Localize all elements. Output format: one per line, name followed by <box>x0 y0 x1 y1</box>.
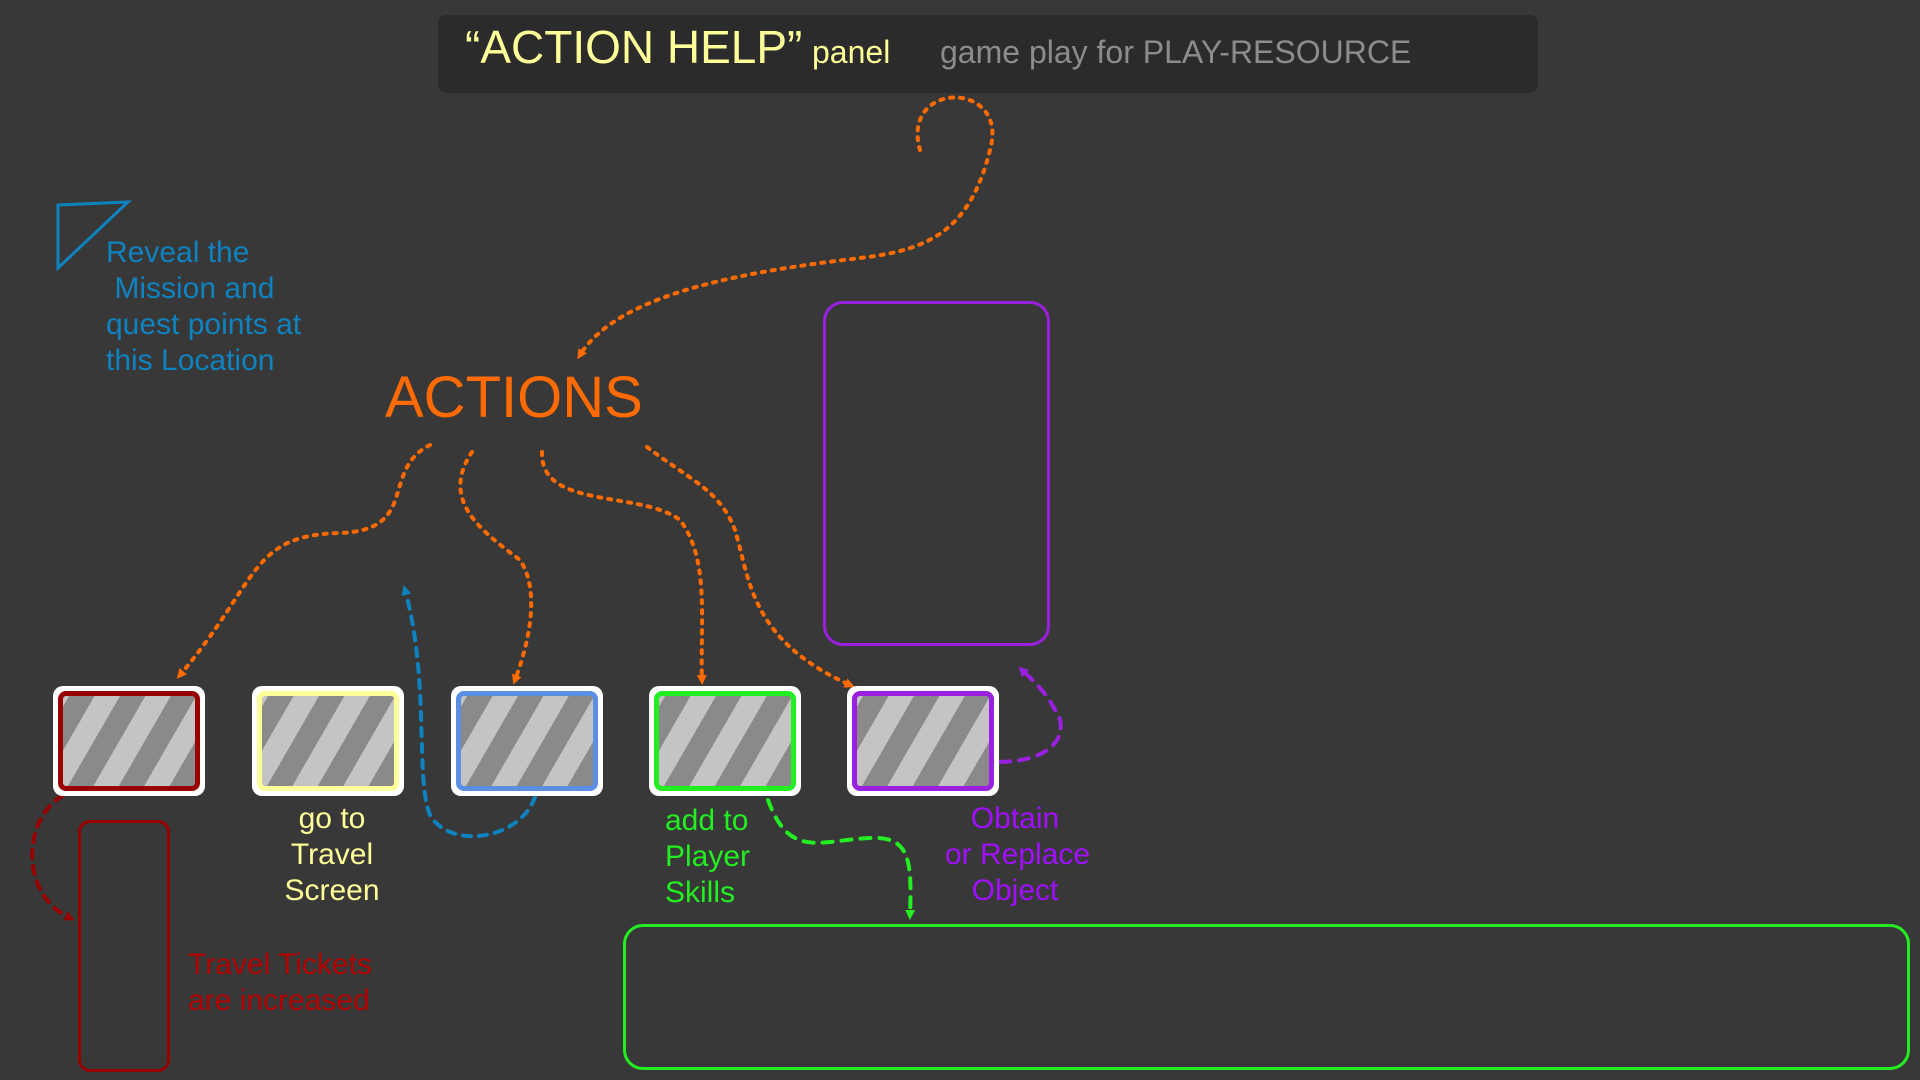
card-blue-face <box>456 691 598 791</box>
arrow-actions-to-red-card <box>176 443 432 679</box>
header-panel <box>438 15 1538 93</box>
card-purple[interactable] <box>847 686 999 796</box>
arrow-actions-to-blue-card <box>458 450 534 685</box>
arrow-actions-to-green-card <box>539 450 707 685</box>
arrow-blue-card-loop <box>401 585 537 839</box>
panel-title: “ACTION HELP” <box>465 21 803 73</box>
skills-area <box>623 924 1910 1070</box>
reveal-triangle-icon <box>56 200 132 272</box>
arrow-actions-to-purple-card <box>645 445 855 688</box>
tickets-note: Travel Tickets are increased <box>188 948 372 1017</box>
panel-subtitle: game play for PLAY-RESOURCE <box>940 34 1412 70</box>
travel-note: go to Travel Screen <box>284 802 380 907</box>
card-red-face <box>58 691 200 791</box>
obtain-note: Obtain or Replace Object <box>945 802 1091 907</box>
card-red[interactable] <box>53 686 205 796</box>
arrow-red-card-to-tickets <box>30 794 75 921</box>
arrow-header-to-actions <box>577 95 995 360</box>
card-yellow-face <box>257 691 399 791</box>
arrow-green-card-to-skills <box>766 798 916 920</box>
object-area <box>823 301 1050 646</box>
card-green-face <box>654 691 796 791</box>
card-purple-face <box>852 691 994 791</box>
card-blue[interactable] <box>451 686 603 796</box>
panel-title-suffix: panel <box>812 34 891 70</box>
actions-label: ACTIONS <box>385 365 643 430</box>
arrow-purple-card-to-object <box>998 666 1063 764</box>
tickets-area <box>78 820 170 1072</box>
card-green[interactable] <box>649 686 801 796</box>
skills-note: add to Player Skills <box>665 804 751 909</box>
card-yellow[interactable] <box>252 686 404 796</box>
reveal-note: Reveal the Mission and quest points at t… <box>106 236 302 377</box>
